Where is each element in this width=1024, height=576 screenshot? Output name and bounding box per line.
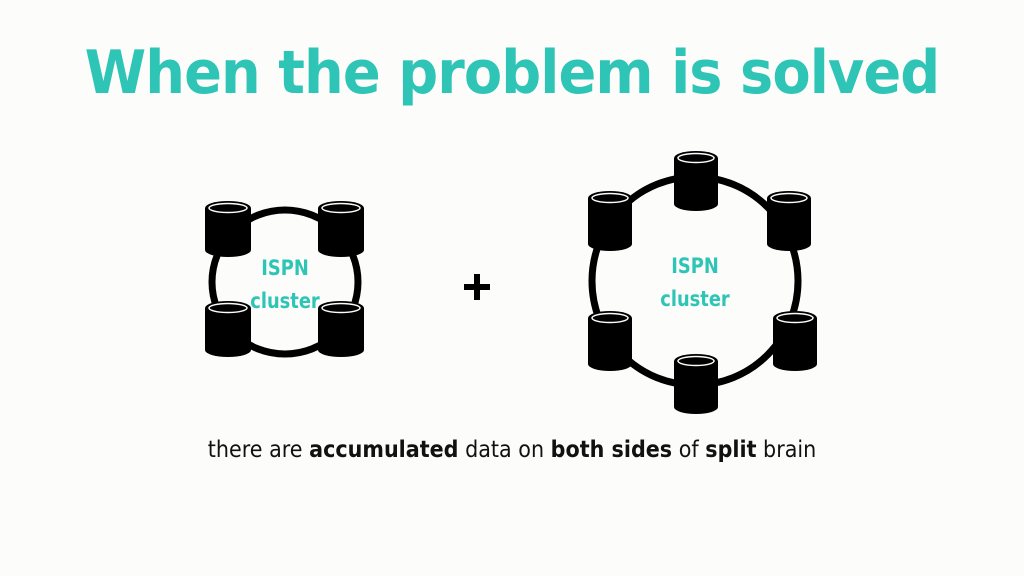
cluster-label-line2: cluster bbox=[660, 287, 730, 311]
caption-text: there are bbox=[207, 437, 310, 463]
cluster-large: ISPN cluster bbox=[580, 145, 830, 415]
cluster-small-ring bbox=[208, 206, 362, 358]
database-node-icon bbox=[773, 311, 817, 371]
cluster-large-diagram bbox=[588, 151, 817, 414]
cluster-small: ISPN cluster bbox=[200, 190, 380, 370]
cluster-large-label: ISPN cluster bbox=[657, 250, 734, 316]
database-node-icon bbox=[674, 354, 718, 414]
cluster-small-label: ISPN cluster bbox=[247, 252, 324, 318]
caption-emphasis-split: split bbox=[705, 437, 757, 463]
slide-title: When the problem is solved bbox=[84, 38, 941, 108]
caption-text: brain bbox=[756, 437, 817, 463]
caption-text: data on bbox=[458, 437, 551, 463]
database-node-icon bbox=[588, 191, 632, 251]
cluster-label-line1: ISPN bbox=[261, 256, 309, 280]
plus-icon bbox=[464, 274, 490, 300]
cluster-small-diagram bbox=[205, 201, 364, 358]
cluster-label-line1: ISPN bbox=[671, 254, 719, 278]
database-node-icon bbox=[318, 201, 364, 257]
cluster-label-line2: cluster bbox=[250, 289, 320, 313]
database-node-icon bbox=[205, 301, 251, 357]
database-node-icon bbox=[767, 191, 811, 251]
caption-text: of bbox=[672, 437, 706, 463]
caption: there are accumulated data on both sides… bbox=[51, 437, 973, 463]
caption-emphasis-both-sides: both sides bbox=[550, 437, 673, 463]
database-node-icon bbox=[674, 151, 718, 211]
database-node-icon bbox=[205, 201, 251, 257]
caption-emphasis-accumulated: accumulated bbox=[309, 437, 459, 463]
database-node-icon bbox=[588, 311, 632, 371]
database-node-icon bbox=[318, 301, 364, 357]
